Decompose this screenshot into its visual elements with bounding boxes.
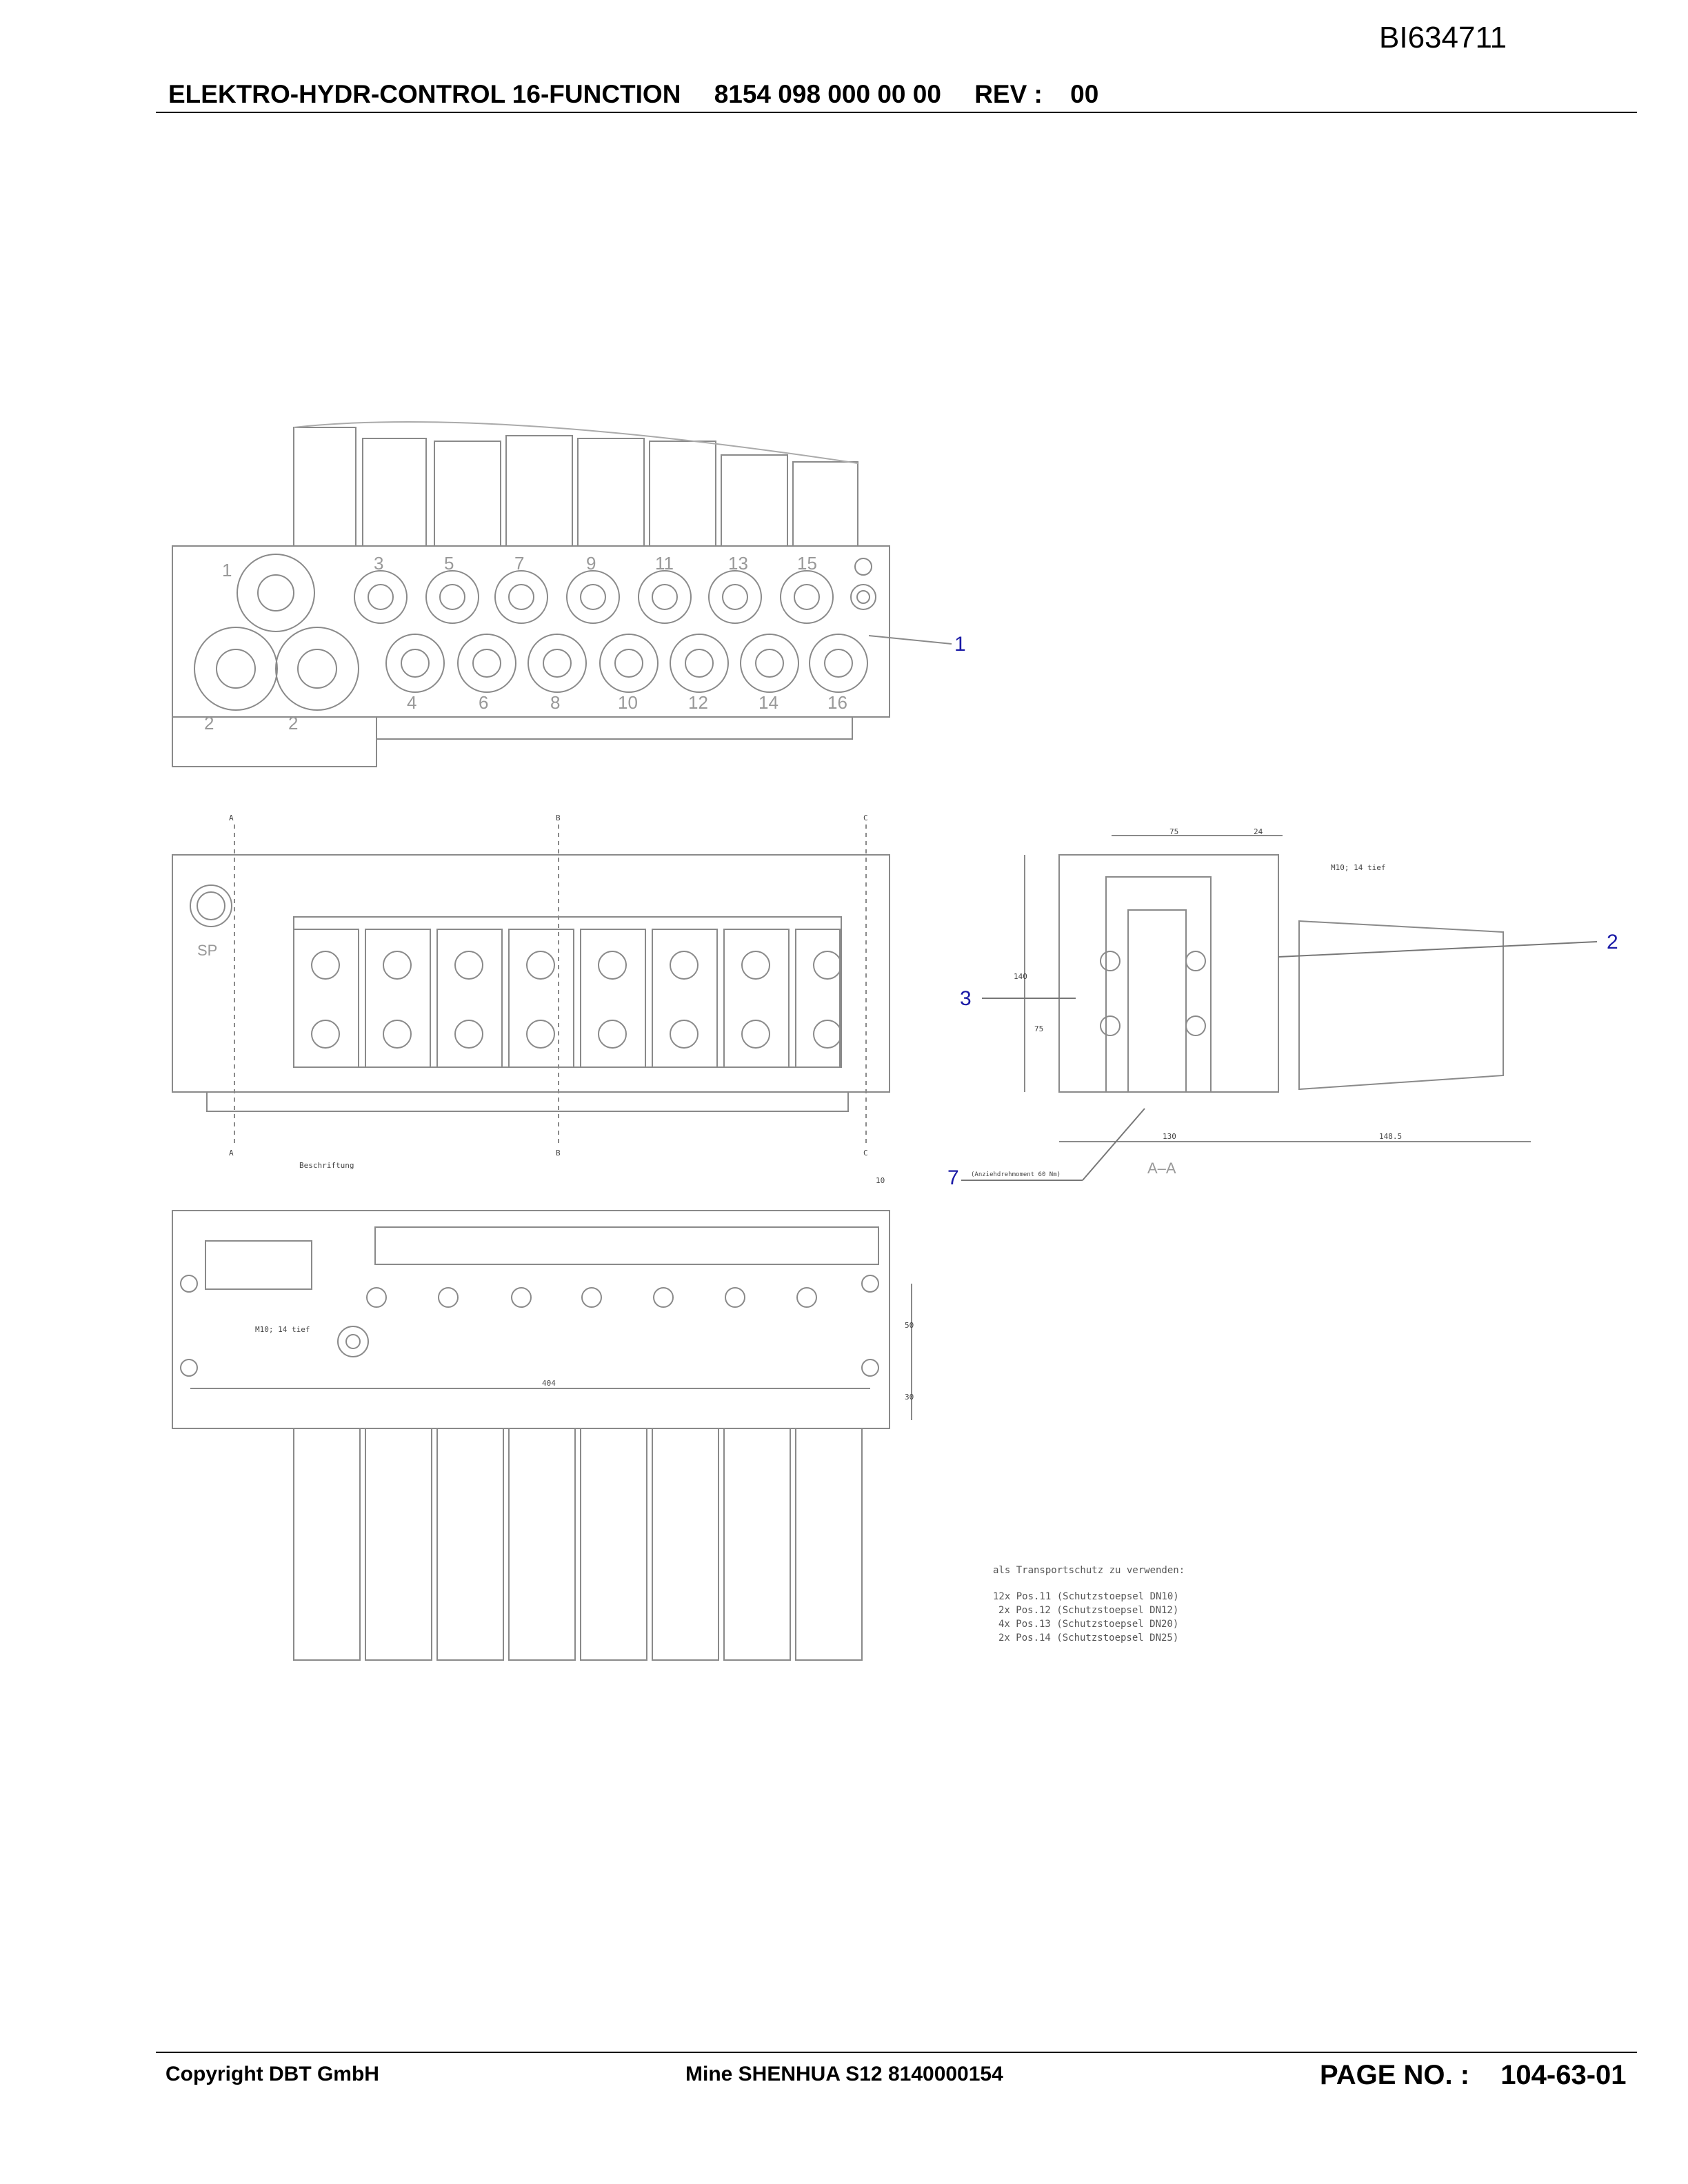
port-label: 3 <box>374 553 383 574</box>
port-label: 13 <box>728 553 748 574</box>
port-label: 4 <box>407 692 416 713</box>
callout-1: 1 <box>954 633 966 656</box>
sp-label: SP <box>197 942 217 959</box>
transport-note-line: 4x Pos.13 (Schutzstoepsel DN20) <box>998 1619 1178 1630</box>
port-label: 15 <box>797 553 817 574</box>
port-labels-bottom: 2 2 4 6 8 10 12 14 16 <box>204 692 847 734</box>
port-label: 10 <box>618 692 638 713</box>
dimension-404: 404 <box>542 1379 556 1388</box>
section-mark-b-top: B <box>556 813 561 822</box>
dimension-75: 75 <box>1169 827 1178 836</box>
dimension-140: 140 <box>1014 972 1027 981</box>
copyright-notice: Copyright DBT GmbH <box>165 2063 379 2085</box>
document-header: ELEKTRO-HYDR-CONTROL 16-FUNCTION 8154 09… <box>168 80 1098 109</box>
port-label: 9 <box>586 553 596 574</box>
bottom-view <box>172 1210 912 1661</box>
dimension-130: 130 <box>1163 1132 1176 1141</box>
dimension-50: 50 <box>905 1321 914 1330</box>
port-labels-top: 1 3 5 7 9 11 13 15 <box>222 553 817 580</box>
callout-3: 3 <box>960 987 972 1010</box>
section-mark-a-top: A <box>229 813 234 822</box>
port-label: 14 <box>758 692 778 713</box>
dimension-labels: 75 24 140 75 130 148.5 10 404 50 30 <box>542 827 1402 1402</box>
thread-note-2: M10; 14 tief <box>255 1325 310 1334</box>
top-view <box>172 421 952 767</box>
transport-note-line: 12x Pos.11 (Schutzstoepsel DN10) <box>993 1591 1179 1602</box>
document-title: ELEKTRO-HYDR-CONTROL 16-FUNCTION <box>168 80 681 108</box>
page-value: 104-63-01 <box>1500 2060 1627 2090</box>
port-label: 2 <box>288 713 298 734</box>
page-label: PAGE NO. : <box>1320 2060 1470 2090</box>
dimension-24: 24 <box>1254 827 1263 836</box>
section-view <box>1024 835 1531 1142</box>
callout-7: 7 <box>947 1166 959 1189</box>
transport-note: als Transportschutz zu verwenden: 12x Po… <box>993 1565 1185 1644</box>
port-label: 1 <box>222 560 232 580</box>
port-label: 8 <box>550 692 560 713</box>
port-label: 7 <box>514 553 524 574</box>
port-label: 11 <box>655 553 674 574</box>
port-label: 6 <box>479 692 488 713</box>
section-mark-c-bottom: C <box>863 1149 868 1157</box>
dimension-30: 30 <box>905 1393 914 1402</box>
section-mark-b-bottom: B <box>556 1149 561 1157</box>
document-id: BI634711 <box>1379 21 1507 54</box>
part-number: 8154 098 000 00 00 <box>714 80 941 108</box>
transport-note-line: 2x Pos.12 (Schutzstoepsel DN12) <box>998 1605 1178 1616</box>
torque-note: (Anziehdrehmoment 60 Nm) <box>971 1171 1061 1178</box>
transport-note-heading: als Transportschutz zu verwenden: <box>993 1565 1185 1576</box>
beschriftung-label: Beschriftung <box>299 1161 354 1170</box>
front-view <box>172 825 890 1143</box>
rev-label: REV : <box>974 80 1043 108</box>
callout-2: 2 <box>1607 931 1618 953</box>
section-mark-c-top: C <box>863 813 868 822</box>
port-label: 16 <box>827 692 847 713</box>
dimension-10: 10 <box>876 1176 885 1185</box>
page-number: PAGE NO. : 104-63-01 <box>1320 2060 1627 2091</box>
section-mark-a-bottom: A <box>229 1149 234 1157</box>
mine-reference: Mine SHENHUA S12 8140000154 <box>685 2063 1003 2085</box>
rev-value: 00 <box>1070 80 1099 108</box>
port-label: 2 <box>204 713 214 734</box>
dimension-148-5: 148.5 <box>1379 1132 1402 1141</box>
dimension-75-vertical: 75 <box>1034 1024 1043 1033</box>
thread-note-1: M10; 14 tief <box>1331 863 1385 872</box>
section-title: A–A <box>1147 1160 1176 1177</box>
footer-rule <box>156 2052 1637 2053</box>
port-label: 12 <box>688 692 708 713</box>
transport-note-line: 2x Pos.14 (Schutzstoepsel DN25) <box>998 1632 1178 1644</box>
header-rule <box>156 112 1637 113</box>
port-label: 5 <box>444 553 454 574</box>
